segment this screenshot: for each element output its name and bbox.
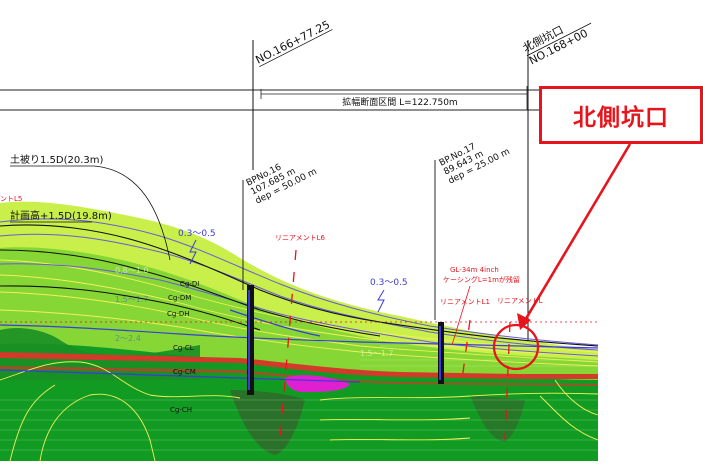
station-label-left: NO.166+77.25 [253, 18, 332, 67]
edge-lineament-label: ントL5 [0, 195, 22, 203]
lineament-l-label: リニアメントL [497, 297, 543, 305]
ratio-label-left: 0.3～0.5 [178, 229, 216, 239]
callout-label: 北側坑口 [573, 105, 669, 131]
borehole-bp16 [242, 180, 254, 395]
portal-marker-circle [492, 323, 540, 371]
lineament-l6-label: リニアメントL6 [275, 234, 326, 242]
lineament-lines [279, 249, 511, 441]
ratio-label-right: 0.3～0.5 [370, 278, 408, 288]
rock-label-cg-ch: Cg-CH [170, 406, 192, 414]
rock-label-cg-dm: Cg-DM [168, 294, 191, 302]
rock-label-cg-di: Cg-DI [180, 280, 199, 288]
gl-note-1: GL-34m 4inch [450, 266, 499, 274]
section-length-label: 拡幅断面区間 L=122.750m [342, 96, 457, 108]
faint-label-4: 1.5～1.7 [360, 349, 393, 358]
gl-note-2: ケーシングL=1mが残留 [443, 275, 520, 284]
faint-label-1: 0.8～1.0 [115, 266, 148, 275]
boundary-lines [0, 218, 598, 357]
faint-label-2: 1.5～1.7 [115, 295, 148, 304]
callout-arrow [522, 143, 632, 323]
lineament-l1-label: リニアメントL1 [440, 298, 490, 306]
rock-label-cg-cm: Cg-CM [173, 368, 196, 376]
cover-label: 土被り1.5D(20.3m) [10, 153, 104, 166]
magenta-zone [285, 375, 350, 392]
rock-label-cg-cl: Cg-CL [173, 344, 194, 352]
faint-label-3: 2～2.4 [115, 334, 141, 343]
plan-height-label: 計画高+1.5D(19.8m) [10, 209, 112, 222]
ground-section [0, 201, 598, 461]
borehole-bp17 [434, 160, 444, 384]
contour-lines [0, 259, 598, 461]
north-portal-callout: 北側坑口 [539, 86, 703, 144]
rock-label-cg-dh: Cg-DH [167, 310, 190, 318]
